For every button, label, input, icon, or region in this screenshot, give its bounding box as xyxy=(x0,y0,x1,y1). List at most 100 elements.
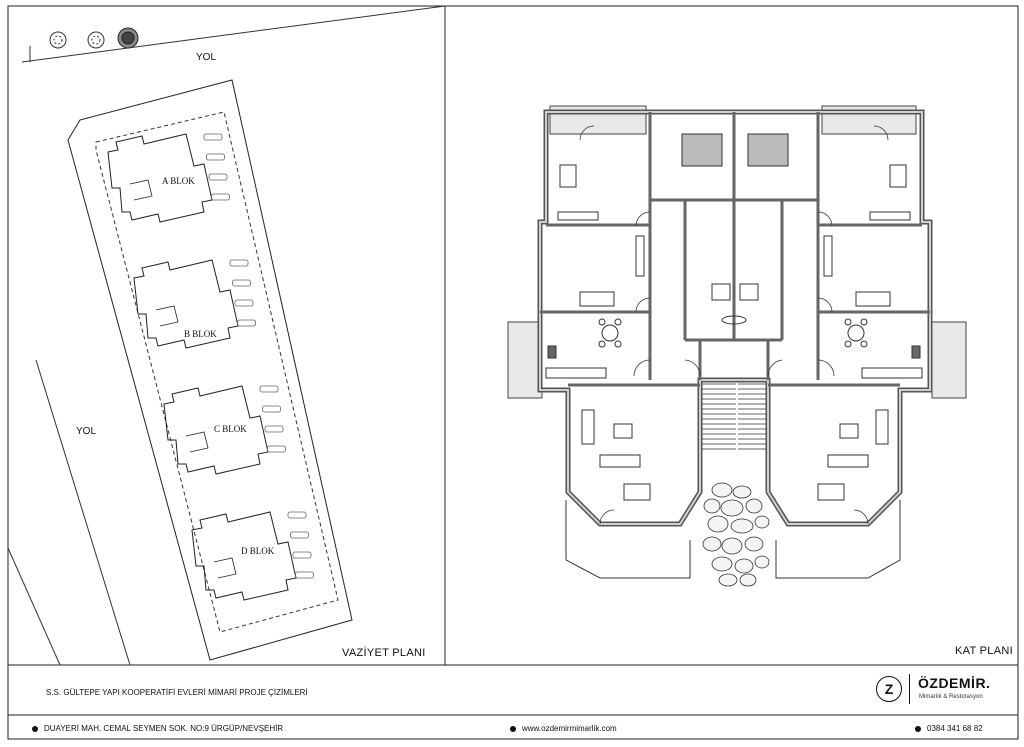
tree-icon xyxy=(117,27,139,49)
parking-stall xyxy=(229,259,249,267)
paving-stone xyxy=(721,537,743,555)
desk-right xyxy=(889,164,907,188)
door-swings xyxy=(579,125,889,525)
parking-stall xyxy=(237,319,256,327)
stove-right xyxy=(911,345,921,359)
paving-stone xyxy=(711,482,733,498)
ground-outline xyxy=(565,500,901,579)
study-desk-left xyxy=(579,291,615,307)
floor-plan-title: KAT PLANI xyxy=(955,645,1013,657)
paving-stone xyxy=(732,485,752,499)
project-title: S.S. GÜLTEPE YAPI KOOPERATİFİ EVLERİ MİM… xyxy=(46,688,308,697)
block-footprint xyxy=(191,511,297,601)
paving-stone xyxy=(720,499,744,517)
kitchen-counter-right xyxy=(861,367,923,379)
block-footprint xyxy=(163,385,269,475)
logo-tagline: Mimarlık & Restorasyon xyxy=(919,694,983,700)
parking-stall xyxy=(206,153,225,161)
block-label-c: C BLOK xyxy=(214,424,247,434)
paving-stone xyxy=(718,573,738,587)
wardrobe-left-2 xyxy=(635,235,645,277)
parking-stall xyxy=(211,193,230,201)
phone-text: 0384 341 68 82 xyxy=(927,724,983,733)
stone-path xyxy=(702,482,770,587)
parking-stall xyxy=(264,425,284,433)
bullet-icon xyxy=(915,725,921,732)
sheet-frame xyxy=(7,5,1019,740)
parking-stall xyxy=(292,551,312,559)
site-plan xyxy=(7,5,446,666)
kitchen-counter-left xyxy=(545,367,607,379)
sofa-left xyxy=(599,454,641,468)
address-text: DUAYERİ MAH. CEMAL SEYMEN SOK. NO:9 ÜRGÜ… xyxy=(44,724,284,733)
block-label-a: A BLOK xyxy=(162,176,195,186)
parking-stall xyxy=(203,133,223,141)
tree-icon xyxy=(49,31,67,49)
road-top-edges xyxy=(21,5,446,63)
interior-walls xyxy=(540,112,930,387)
road-label-left: YOL xyxy=(76,426,97,437)
desk-left xyxy=(559,164,577,188)
bath-fixture-right xyxy=(739,283,759,301)
website-link[interactable]: www.ozdemirmimarlik.com xyxy=(522,724,617,733)
floor-plan xyxy=(507,105,967,587)
website-info[interactable]: www.ozdemirmimarlik.com xyxy=(510,724,617,733)
terrace-side-left xyxy=(507,321,543,399)
parking-stall xyxy=(234,299,254,307)
logo-divider xyxy=(909,674,910,704)
parking-stall xyxy=(232,279,251,287)
address-info: DUAYERİ MAH. CEMAL SEYMEN SOK. NO:9 ÜRGÜ… xyxy=(32,724,283,733)
paving-stone xyxy=(707,515,729,533)
road-label-top: YOL xyxy=(196,52,217,63)
dining-table-right xyxy=(844,318,868,348)
bullet-icon xyxy=(32,725,38,732)
bath-fixture-left xyxy=(711,283,731,301)
paving-stone xyxy=(744,536,764,552)
parking-stall xyxy=(295,571,314,579)
block-notch xyxy=(185,431,209,453)
block-notch xyxy=(155,305,179,327)
paving-stone xyxy=(711,556,733,572)
parking-stall xyxy=(287,511,307,519)
sink-center xyxy=(721,315,747,325)
road-left-edges xyxy=(7,359,131,666)
parking-stall xyxy=(290,531,309,539)
logo-mark-icon: Z xyxy=(876,676,902,702)
block-notch xyxy=(129,179,153,201)
stove-left xyxy=(547,345,557,359)
setback-line xyxy=(95,111,339,633)
terrace-side-right xyxy=(931,321,967,399)
armchair-right xyxy=(875,409,889,445)
building-blocks xyxy=(107,133,314,601)
paving-stone xyxy=(739,573,757,587)
site-plan-title: VAZİYET PLANI xyxy=(342,647,426,659)
parking-stall xyxy=(262,405,281,413)
parcel-boundary xyxy=(67,79,353,661)
block-footprint xyxy=(133,259,239,349)
parking-stall xyxy=(259,385,279,393)
wardrobe-left xyxy=(557,211,599,221)
block-notch xyxy=(213,557,237,579)
sofa-right xyxy=(827,454,869,468)
tree-icon xyxy=(87,31,105,49)
paving-stone xyxy=(703,498,721,514)
coffee-table-right xyxy=(839,423,859,439)
dining-table-left xyxy=(598,318,622,348)
coffee-table-left xyxy=(613,423,633,439)
paving-stone xyxy=(754,555,770,569)
bullet-icon xyxy=(510,725,516,732)
block-label-b: B BLOK xyxy=(184,329,217,339)
staircase xyxy=(702,383,766,450)
paving-stone xyxy=(734,558,754,574)
block-label-d: D BLOK xyxy=(241,546,275,556)
study-desk-right xyxy=(855,291,891,307)
block-footprint xyxy=(107,133,213,223)
bay-table-right xyxy=(817,483,845,501)
bed-right xyxy=(747,133,789,167)
paving-stone xyxy=(745,498,763,514)
paving-stone xyxy=(702,536,722,552)
bed-left xyxy=(681,133,723,167)
wardrobe-right-2 xyxy=(823,235,833,277)
parking-stall xyxy=(208,173,228,181)
